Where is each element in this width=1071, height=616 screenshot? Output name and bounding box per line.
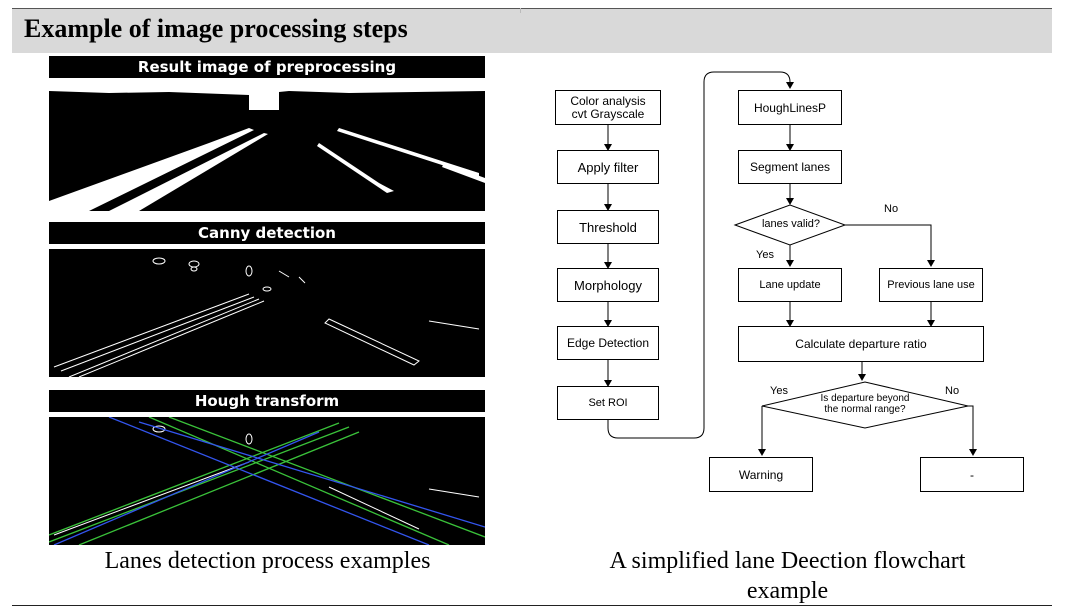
apply-filter-box: Apply filter (557, 150, 659, 184)
morphology-box: Morphology (557, 268, 659, 302)
houghlinesp-box: HoughLinesP (738, 90, 842, 125)
yes-label-2: Yes (770, 385, 788, 397)
warning-box: Warning (709, 457, 813, 492)
departure-question-line2: the normal range? (824, 404, 906, 415)
canny-image (49, 249, 485, 377)
set-roi-box: Set ROI (557, 386, 659, 420)
no-warning-box: - (920, 457, 1024, 492)
no-label-1: No (884, 203, 899, 215)
right-caption-line2: example (746, 578, 829, 604)
threshold-box: Threshold (557, 210, 659, 244)
section-header: Example of image processing steps (12, 8, 1052, 53)
hough-image (49, 417, 485, 545)
no-label-2: No (945, 385, 960, 397)
yes-label-1: Yes (756, 249, 774, 261)
panel-label-hough: Hough transform (49, 390, 485, 412)
left-caption: Lanes detection process examples (104, 548, 431, 574)
bottom-rule (12, 605, 1052, 606)
panel-label-preprocessing: Result image of preprocessing (49, 56, 485, 78)
edge-detection-box: Edge Detection (557, 326, 659, 360)
preprocessing-drawing (49, 83, 485, 211)
canny-drawing (49, 249, 485, 377)
panel-label-canny: Canny detection (49, 222, 485, 244)
lane-update-box: Lane update (738, 268, 842, 302)
departure-decision: Is departure beyond the normal range? (800, 393, 930, 415)
lanes-valid-decision: lanes valid? (761, 218, 821, 230)
section-title: Example of image processing steps (24, 14, 408, 43)
color-analysis-line2: cvt Grayscale (571, 106, 645, 121)
right-caption: A simplified lane Deection flowchart exa… (560, 546, 1015, 606)
color-analysis-box: Color analysis cvt Grayscale (555, 90, 661, 125)
departure-question-line1: Is departure beyond (820, 393, 910, 404)
hough-drawing (49, 417, 485, 545)
segment-lanes-box: Segment lanes (738, 150, 842, 184)
color-analysis-line1: Color analysis (570, 93, 646, 108)
preprocessing-image (49, 83, 485, 211)
previous-lane-use-box: Previous lane use (879, 268, 983, 302)
calculate-departure-box: Calculate departure ratio (738, 326, 984, 362)
column-divider (520, 8, 521, 13)
right-caption-line1: A simplified lane Deection flowchart (609, 548, 966, 574)
